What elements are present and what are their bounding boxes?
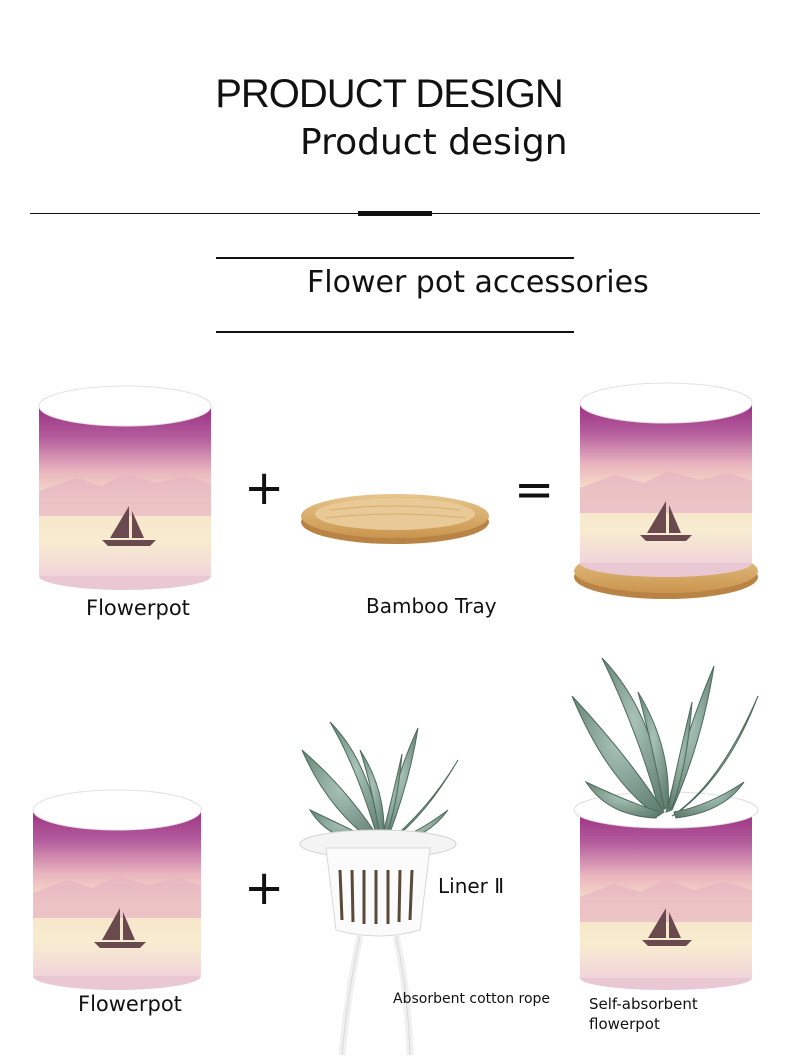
rope-label: Absorbent cotton rope: [393, 991, 551, 1007]
equals-operator: =: [514, 462, 555, 518]
bamboo-tray-image: [301, 494, 489, 544]
section-title: Flower pot accessories: [307, 265, 649, 300]
liner-with-succulent-image: [299, 721, 459, 1056]
flowerpot-label-2: Flowerpot: [78, 992, 182, 1016]
plus-operator: +: [244, 460, 285, 516]
self-absorbent-label-line2: flowerpot: [589, 1015, 660, 1033]
section-rule-bottom: [216, 331, 574, 333]
page-subtitle: Product design: [300, 122, 568, 163]
flowerpot-image: [38, 385, 212, 590]
self-absorbent-label-line1: Self-absorbent: [589, 995, 698, 1013]
page-title-text: PRODUCT DESIGN: [215, 72, 564, 116]
header-divider-accent: [358, 211, 432, 216]
flowerpot-image-2: [32, 789, 202, 990]
page-title: PRODUCT DESIGN: [0, 72, 790, 117]
bamboo-tray-label: Bamboo Tray: [366, 594, 497, 618]
plus-operator-2: +: [244, 860, 285, 916]
flowerpot-label: Flowerpot: [86, 596, 190, 620]
self-absorbent-label: Self-absorbent flowerpot: [589, 994, 698, 1034]
liner-label: Liner Ⅱ: [438, 874, 505, 898]
section-rule-top: [216, 257, 574, 259]
self-absorbent-flowerpot-image: [571, 657, 759, 990]
flowerpot-with-tray-image: [574, 382, 758, 599]
